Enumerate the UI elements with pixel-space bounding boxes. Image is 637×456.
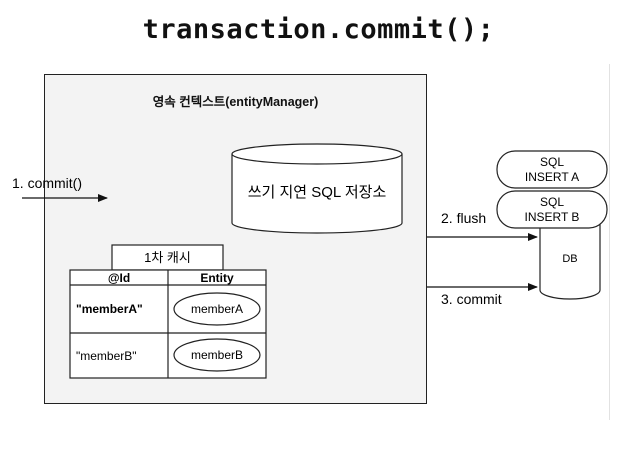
sql-pill: SQL INSERT B: [496, 190, 608, 229]
sql-pill-line2: INSERT A: [525, 170, 579, 184]
sql-store-label: 쓰기 지연 SQL 저장소: [248, 184, 387, 201]
commit-label: 1. commit(): [12, 175, 82, 191]
sql-store-cylinder: 쓰기 지연 SQL 저장소: [231, 143, 403, 234]
table-header-entity: Entity: [200, 271, 234, 285]
db-cylinder: DB: [539, 222, 601, 300]
entity-ellipse: [173, 292, 261, 326]
sql-pill-line2: INSERT B: [525, 210, 580, 224]
diagram-title: transaction.commit();: [142, 14, 495, 45]
table-row-entity: memberA: [191, 302, 243, 316]
db-commit-label: 3. commit: [441, 291, 502, 307]
db-label: DB: [562, 253, 577, 265]
sql-pill: SQL INSERT A: [496, 150, 608, 189]
entity-ellipse: [173, 338, 261, 372]
flush-label: 2. flush: [441, 210, 486, 226]
divider-line: [609, 64, 610, 420]
cache-label: 1차 캐시: [144, 250, 191, 265]
persistence-context-label: 영속 컨텍스트(entityManager): [152, 95, 319, 109]
table-row-entity: memberB: [191, 348, 243, 362]
sql-pill-line1: SQL: [540, 155, 564, 169]
sql-pill-line1: SQL: [540, 195, 564, 209]
table-header-id: @Id: [108, 271, 130, 285]
table-row-id: "memberB": [76, 349, 137, 363]
first-level-cache: 1차 캐시 @Id Entity "memberA" memberA "memb…: [69, 244, 267, 379]
table-row-id: "memberA": [76, 302, 143, 316]
